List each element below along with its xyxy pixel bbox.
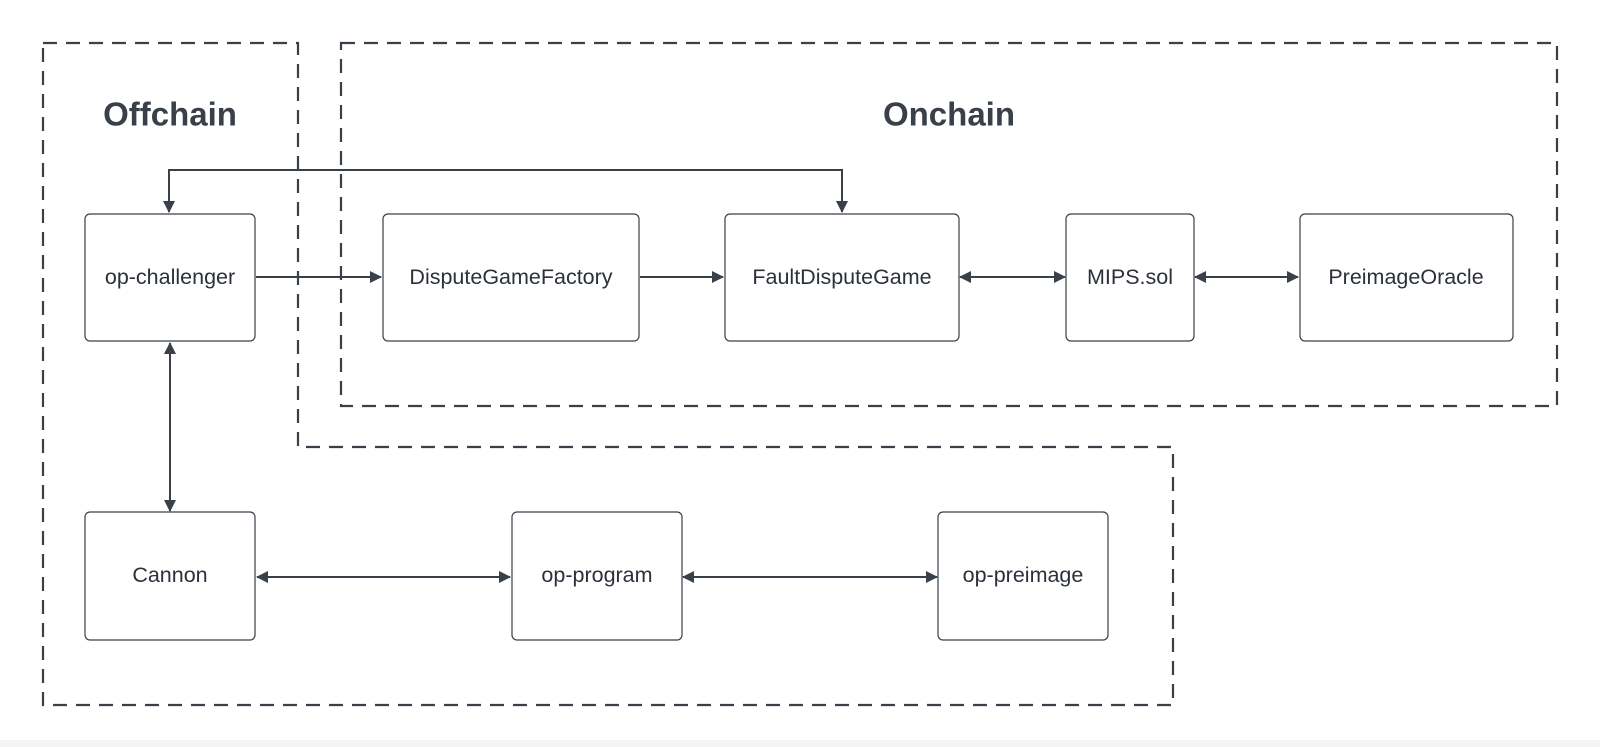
node-op-program: op-program [511, 511, 683, 641]
node-dispute-game-factory: DisputeGameFactory [382, 213, 640, 342]
node-label: op-program [541, 563, 652, 587]
node-label: PreimageOracle [1328, 265, 1483, 289]
onchain-title: Onchain [883, 96, 1015, 133]
node-mips-sol: MIPS.sol [1065, 213, 1195, 342]
node-fault-dispute-game: FaultDisputeGame [724, 213, 960, 342]
offchain-title: Offchain [103, 96, 237, 133]
edge-op-challenger-fault-dispute-game-loop [163, 169, 848, 213]
node-op-challenger: op-challenger [84, 213, 256, 342]
node-label: Cannon [132, 563, 207, 587]
node-preimage-oracle: PreimageOracle [1299, 213, 1514, 342]
bottom-edge-strip [0, 740, 1600, 747]
node-label: MIPS.sol [1087, 265, 1173, 289]
node-cannon: Cannon [84, 511, 256, 641]
node-label: op-preimage [963, 563, 1084, 587]
node-label: FaultDisputeGame [752, 265, 931, 289]
node-label: op-challenger [105, 265, 235, 289]
node-op-preimage: op-preimage [937, 511, 1109, 641]
offchain-region-boundary [41, 41, 1175, 707]
node-label: DisputeGameFactory [409, 265, 612, 289]
onchain-region-boundary [339, 41, 1559, 408]
